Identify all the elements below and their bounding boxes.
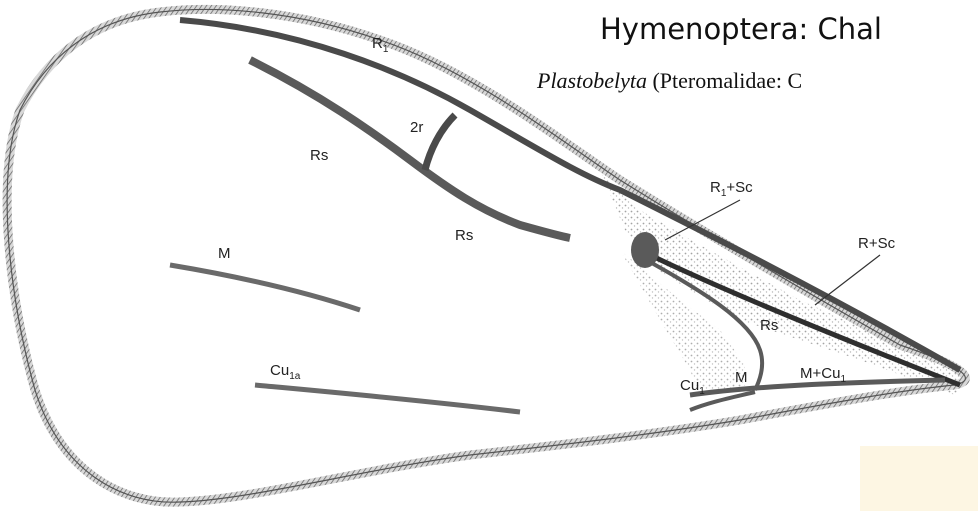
leader-r-sc xyxy=(815,255,880,305)
subtitle-genus: Plastobelyta xyxy=(537,68,647,93)
label-rs-basal: Rs xyxy=(760,317,778,334)
vein-rs-upper xyxy=(250,60,570,238)
label-m-basal: M xyxy=(735,369,748,386)
vein-m xyxy=(170,265,360,310)
vein-2r xyxy=(425,115,455,170)
label-cu1a: Cu1a xyxy=(270,362,301,382)
wing-outline-edge xyxy=(7,9,965,502)
label-rs-lower: Rs xyxy=(455,227,473,244)
label-r-sc: R+Sc xyxy=(858,235,896,252)
slide-title: Hymenoptera: Chal xyxy=(600,12,882,46)
slide-subtitle: Plastobelyta (Pteromalidae: C xyxy=(537,68,802,94)
label-m: M xyxy=(218,245,231,262)
label-r1-sc: R1+Sc xyxy=(710,179,753,199)
subtitle-family: (Pteromalidae: C xyxy=(647,68,802,93)
corner-highlight-patch xyxy=(860,446,978,511)
label-2r: 2r xyxy=(410,119,423,136)
wing-outline xyxy=(7,9,965,502)
vein-cu1a xyxy=(255,385,520,412)
label-rs-upper: Rs xyxy=(310,147,328,164)
